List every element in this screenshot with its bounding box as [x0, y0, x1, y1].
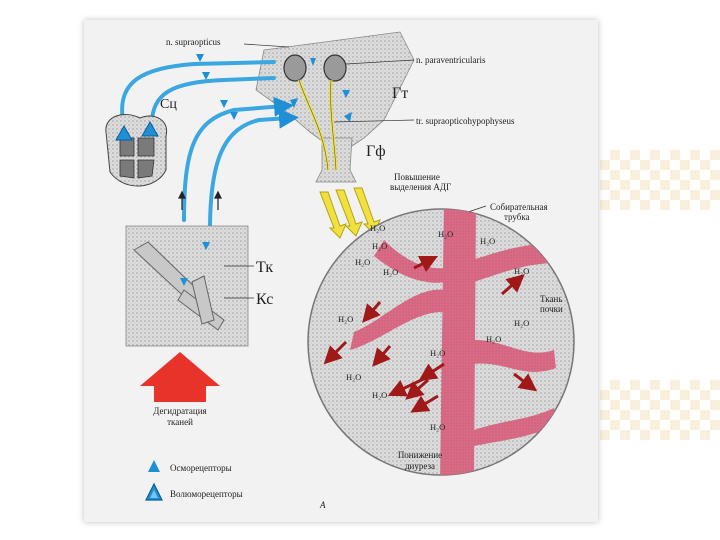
supraoptic-neuron — [284, 55, 306, 81]
svg-text:H₂O: H₂O — [383, 267, 398, 277]
label-gt: Гт — [392, 85, 408, 102]
svg-text:H₂O: H₂O — [514, 266, 529, 276]
label-sc: Сц — [160, 97, 177, 112]
label-collecting-line2: трубка — [504, 212, 530, 222]
svg-text:H₂O: H₂O — [430, 422, 445, 432]
hypothalamus — [256, 32, 414, 150]
dehydration-arrow — [140, 352, 220, 402]
svg-text:H₂O: H₂O — [430, 348, 445, 358]
legend-osmo-label: Осморецепторы — [170, 463, 232, 473]
corner-decoration-top-right — [600, 150, 720, 210]
label-n-supraopticus: n. supraopticus — [166, 37, 221, 47]
label-tissue-line1: Ткань — [540, 294, 562, 304]
svg-text:H₂O: H₂O — [372, 390, 387, 400]
figure-letter: А — [319, 500, 326, 510]
label-adh-line1: Повышение — [394, 172, 440, 182]
label-ks: Кс — [256, 291, 273, 308]
svg-text:H₂O: H₂O — [480, 236, 495, 246]
svg-text:H₂O: H₂O — [486, 334, 501, 344]
legend-volumo-label: Волюморецепторы — [170, 489, 243, 499]
label-tr-supraopticohypophyseus: tr. supraopticohypophyseus — [416, 116, 515, 126]
label-n-paraventricularis: n. paraventricularis — [416, 55, 486, 65]
heart — [106, 114, 167, 186]
label-diuresis-line2: диуреза — [405, 461, 435, 471]
hormone-regulation-diagram: n. supraopticus n. paraventricularis Гт … — [84, 20, 598, 522]
osmoreceptor-legend-icon — [148, 460, 160, 472]
label-tk: Тк — [256, 259, 273, 276]
legend: Осморецепторы Волюморецепторы — [146, 460, 243, 500]
svg-text:H₂O: H₂O — [438, 229, 453, 239]
kidney-tissue-circle: H₂O H₂O H₂O H₂O H₂O H₂O H₂O H₂O H₂O H₂O … — [308, 200, 574, 480]
label-dehydration-line1: Дегидратация — [153, 406, 206, 416]
label-collecting-line1: Собирательная — [490, 202, 548, 212]
svg-text:H₂O: H₂O — [370, 223, 385, 233]
label-diuresis-line1: Понижение — [398, 450, 442, 460]
svg-text:H₂O: H₂O — [372, 241, 387, 251]
svg-text:H₂O: H₂O — [338, 314, 353, 324]
paraventricular-neuron — [324, 55, 346, 81]
label-adh-line2: выделения АДГ — [390, 182, 451, 192]
corner-decoration-bottom-right — [600, 380, 720, 440]
svg-text:H₂O: H₂O — [514, 318, 529, 328]
figure-panel: n. supraopticus n. paraventricularis Гт … — [84, 20, 598, 522]
label-gf: Гф — [366, 143, 386, 160]
label-dehydration-line2: тканей — [167, 417, 193, 427]
svg-text:H₂O: H₂O — [346, 372, 361, 382]
svg-text:H₂O: H₂O — [355, 257, 370, 267]
label-tissue-line2: почки — [540, 304, 563, 314]
